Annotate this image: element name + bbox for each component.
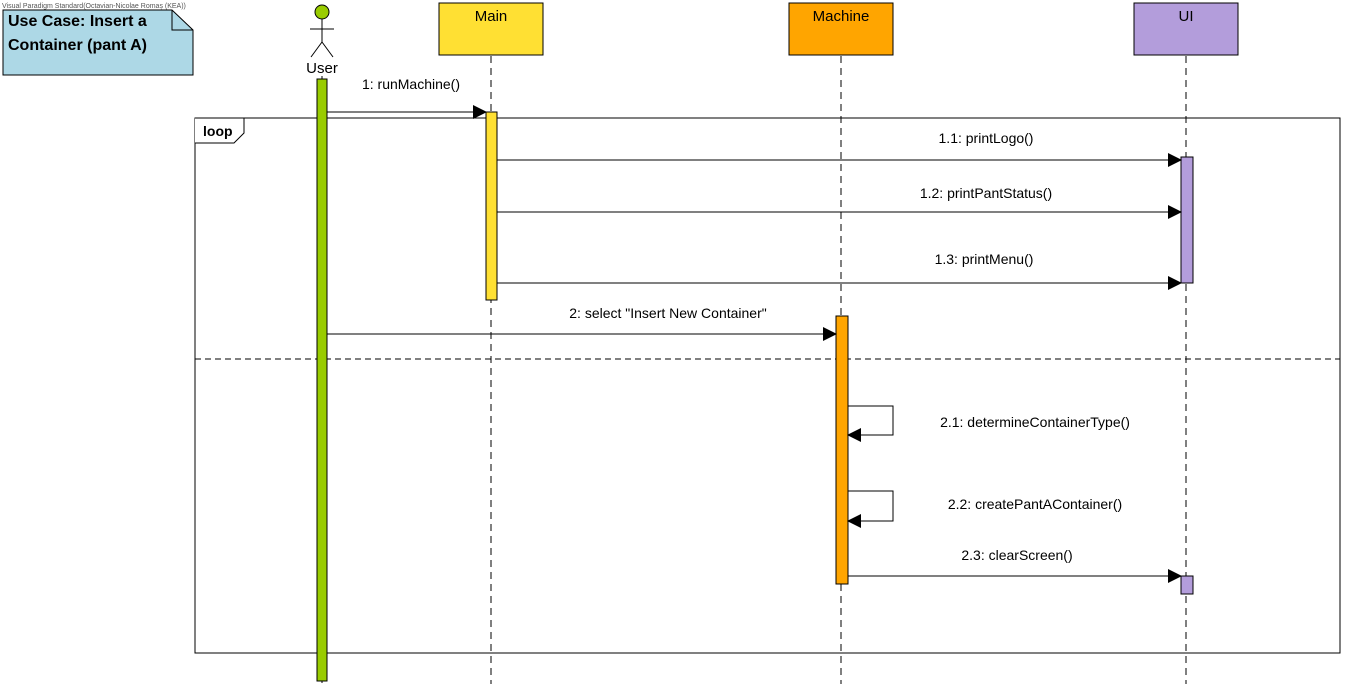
note-line-1: Use Case: Insert a [8,13,147,30]
actor-head [314,4,330,20]
participant-machine: Machine [788,2,894,56]
activation-main [485,111,498,301]
activation-machine [835,315,849,585]
message-arrow-2-1 [847,405,894,442]
actor-user: User [306,4,338,77]
message-label-2: 2: select "Insert New Container" [569,305,767,321]
message-label-1-1: 1.1: printLogo() [939,130,1034,146]
message-label-1-2: 1.2: printPantStatus() [920,185,1052,201]
participant-main-name: Main [475,8,508,25]
message-label-1: 1: runMachine() [362,76,460,92]
message-label-2-1: 2.1: determineContainerType() [940,414,1130,430]
message-label-2-3: 2.3: clearScreen() [961,547,1072,563]
activation-ui-1 [1180,156,1194,284]
loop-fragment: loop [194,117,1341,654]
actor-name: User [306,60,338,77]
participant-machine-name: Machine [813,8,870,25]
watermark-text: Visual Paradigm Standard(Octavian-Nicola… [2,3,186,10]
lifelines [321,56,1187,684]
participant-ui: UI [1133,2,1239,56]
note-line-2: Container (pant A) [8,37,147,54]
participant-ui-name: UI [1179,8,1194,25]
message-label-1-3: 1.3: printMenu() [935,251,1034,267]
message-arrow-2-2 [847,490,894,528]
use-case-note: Use Case: Insert a Container (pant A) [2,9,194,76]
loop-operator: loop [203,123,233,139]
activation-user [316,78,328,682]
activation-ui-2 [1180,575,1194,595]
message-label-2-2: 2.2: createPantAContainer() [948,496,1122,512]
participant-main: Main [438,2,544,56]
